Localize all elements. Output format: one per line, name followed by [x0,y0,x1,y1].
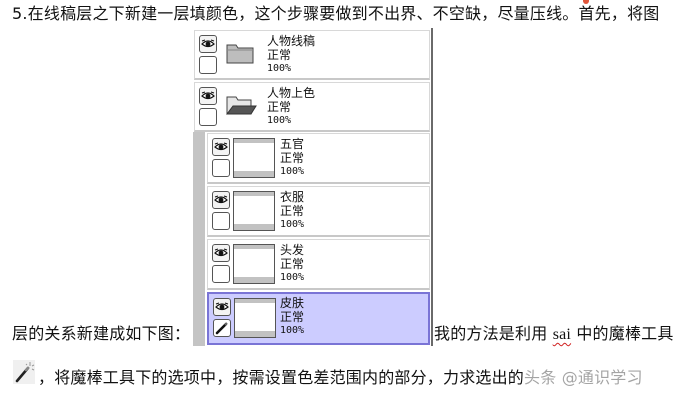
folder-closed-icon [226,44,254,64]
visibility-toggle[interactable] [212,191,230,209]
lock-toggle[interactable] [212,265,230,283]
line3-text: ，将魔棒工具下的选项中，按需设置色差范围内的部分，力求选出的 [38,368,525,387]
layer-row-folder[interactable]: 人物线稿 正常 100% [194,30,430,80]
blend-mode: 正常 [280,257,305,271]
layer-thumbnail [233,244,275,284]
paragraph-line-2-before: 层的关系新建成如下图： [12,324,191,343]
layer-row-selected[interactable]: 皮肤 正常 100% [207,292,430,345]
magic-wand-icon [13,360,35,384]
panel-right-border [431,28,433,346]
paragraph-line-2-after: 我的方法是利用 sai 中的魔棒工具 [434,325,674,344]
visibility-toggle[interactable] [199,35,217,53]
layer-thumbnail [233,191,275,231]
visibility-toggle[interactable] [212,138,230,156]
opacity-value: 100% [280,272,305,283]
layer-name: 头发 [280,243,305,257]
sai-spellcheck-word: sai [552,326,572,343]
paragraph-line-1: 5.在线稿层之下新建一层填颜色，这个步骤要做到不出界、不空缺，尽量压线。首先，将… [12,4,660,23]
layer-row[interactable]: 五官 正常 100% [207,133,430,184]
layer-name: 人物线稿 [267,34,316,48]
blend-mode: 正常 [280,310,305,324]
blend-mode: 正常 [280,204,305,218]
blend-mode: 正常 [267,48,292,62]
lock-toggle[interactable] [199,56,217,74]
layer-panel: 人物线稿 正常 100% 人物上色 正常 100% 五官 正常 100% [193,28,433,346]
layer-name: 五官 [280,137,305,151]
edit-layer-indicator[interactable] [213,319,231,337]
opacity-value: 100% [267,115,292,126]
blend-mode: 正常 [280,151,305,165]
layer-name: 皮肤 [280,296,305,310]
eye-icon [215,302,229,311]
eye-icon [201,91,215,100]
lock-toggle[interactable] [212,212,230,230]
eye-icon [214,195,228,204]
opacity-value: 100% [280,219,305,230]
blend-mode: 正常 [267,100,292,114]
opacity-value: 100% [280,325,305,336]
layer-row[interactable]: 头发 正常 100% [207,239,430,290]
layer-name: 人物上色 [267,86,316,100]
lock-toggle[interactable] [212,159,230,177]
lock-toggle[interactable] [199,108,217,126]
line2-suffix: 中的魔棒工具 [571,324,674,343]
visibility-toggle[interactable] [213,298,231,316]
opacity-value: 100% [280,166,305,177]
eye-icon [214,248,228,257]
watermark: 头条 @通识学习 [524,368,643,387]
line2-prefix: 我的方法是利用 [434,324,553,343]
eye-icon [214,142,228,151]
group-indent-bar [193,132,205,346]
layer-name: 衣服 [280,190,305,204]
layer-row-folder[interactable]: 人物上色 正常 100% [194,82,430,132]
folder-open-icon [226,96,257,115]
pen-icon [215,322,228,335]
paragraph-line-3: ，将魔棒工具下的选项中，按需设置色差范围内的部分，力求选出的头条 @通识学习 [38,369,643,387]
visibility-toggle[interactable] [199,87,217,105]
eye-icon [201,39,215,48]
layer-thumbnail [234,298,276,338]
layer-row[interactable]: 衣服 正常 100% [207,186,430,237]
layer-thumbnail [233,138,275,178]
opacity-value: 100% [267,63,292,74]
red-cursor-mark [583,0,589,4]
visibility-toggle[interactable] [212,244,230,262]
